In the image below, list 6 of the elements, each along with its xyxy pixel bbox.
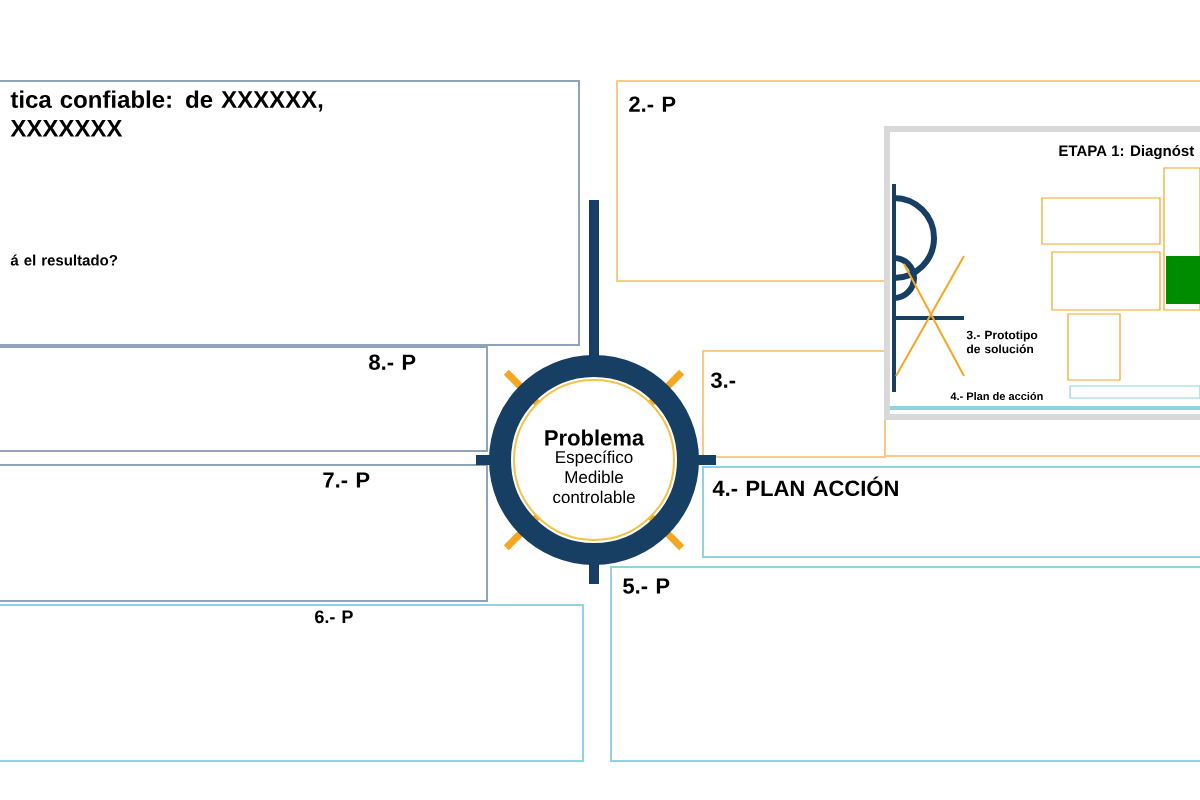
text-box: 6.- P <box>0 604 584 762</box>
text-box: 5.- P <box>610 566 1200 762</box>
text-box: 7.- P <box>0 464 488 602</box>
text-box: 8.- P <box>0 346 488 452</box>
text-box: 4.- PLAN ACCIÓN <box>702 466 1200 558</box>
text-box: 3.- <box>702 350 886 458</box>
